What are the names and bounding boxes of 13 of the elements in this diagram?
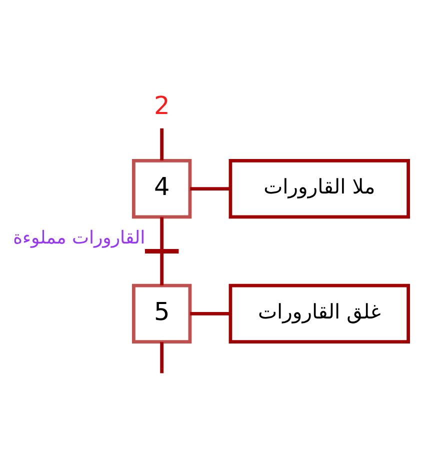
node-box: غلق القارورات <box>228 284 410 344</box>
node-box: ملا القارورات <box>228 158 410 219</box>
node-label: القارورات مملوءة <box>13 228 146 249</box>
connector <box>190 187 230 190</box>
connector <box>160 253 164 286</box>
connector <box>160 217 164 250</box>
node-bar <box>144 249 179 254</box>
connector <box>160 128 164 160</box>
node-box: 5 <box>132 284 192 344</box>
node-text: 2 <box>154 91 170 120</box>
connector <box>190 312 230 316</box>
connector <box>160 342 164 374</box>
node-box: 4 <box>132 158 192 219</box>
